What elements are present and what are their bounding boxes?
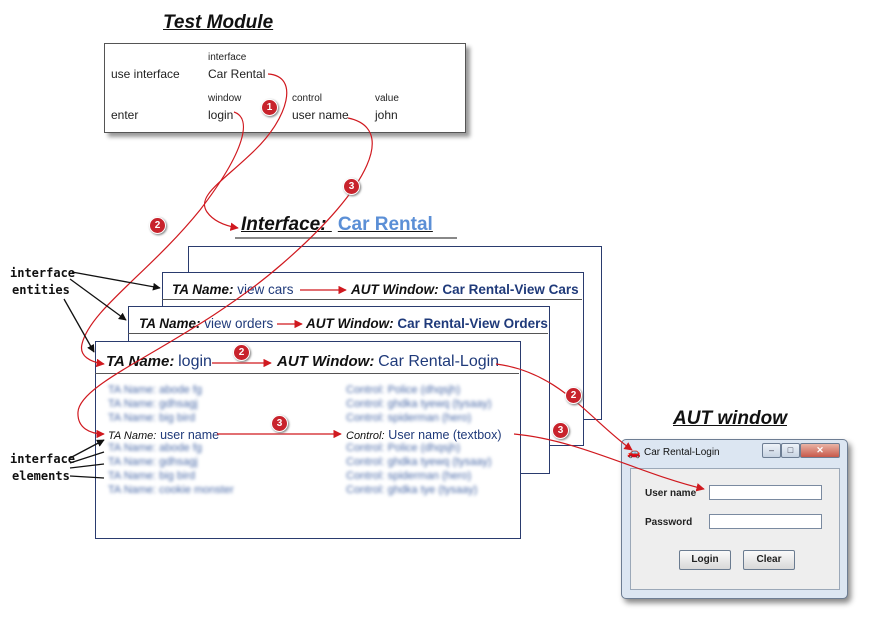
- divider-view-cars: [162, 299, 582, 300]
- test-module-table: interface use interface Car Rental windo…: [104, 43, 466, 133]
- aut-window-label: AUT Window:: [306, 316, 394, 331]
- element-row-blurred: TA Name: abode fg: [108, 384, 202, 396]
- element-row-blurred: Control: Police (dhqsjh): [346, 384, 461, 396]
- password-label: Password: [645, 517, 693, 528]
- header-control: control: [292, 93, 323, 104]
- pointer-elements-1: [69, 439, 105, 459]
- minimize-button[interactable]: –: [762, 443, 781, 458]
- side-label-line: elements: [12, 469, 70, 483]
- aut-window-title: AUT window: [673, 408, 787, 429]
- maximize-button[interactable]: □: [781, 443, 800, 458]
- test-module-title: Test Module: [163, 12, 274, 33]
- aut-login-window: 🚗 Car Rental-Login – □ ✕ User name Passw…: [621, 439, 848, 599]
- entity-view-cars: TA Name: view cars: [172, 282, 294, 297]
- pointer-entities-3: [63, 298, 95, 353]
- divider-login: [95, 373, 519, 374]
- element-row-blurred: Control: ghdka tyewq (tysaay): [346, 456, 492, 468]
- interface-title-shadow: [235, 237, 457, 239]
- step-badge-3: 3: [552, 422, 569, 439]
- ta-name-value: view orders: [204, 316, 274, 331]
- cell-value: john: [375, 108, 398, 122]
- keyword-use-interface: use interface: [111, 67, 180, 81]
- ta-name-value: view cars: [237, 282, 294, 297]
- arrow-to-user-name-field: [513, 433, 705, 492]
- step-badge-3: 3: [343, 178, 360, 195]
- user-name-input[interactable]: [709, 485, 822, 500]
- element-row-blurred: TA Name: gdhsagj: [108, 398, 198, 410]
- entity-view-orders-aut: AUT Window: Car Rental-View Orders: [306, 316, 548, 331]
- cell-window: login: [208, 108, 234, 122]
- clear-button[interactable]: Clear: [743, 550, 795, 570]
- header-interface: interface: [208, 52, 247, 63]
- divider-view-orders: [128, 333, 548, 334]
- control-label: Control:: [346, 430, 385, 442]
- side-label-interface-elements: interface elements: [10, 451, 75, 485]
- element-user-name: TA Name: user name: [108, 427, 219, 442]
- arrow-step-3: [77, 117, 373, 439]
- pointer-entities-1: [71, 271, 161, 291]
- entity-login-aut: AUT Window: Car Rental-Login: [277, 353, 499, 371]
- element-user-name-control: Control: User name (textbox): [346, 427, 502, 442]
- ta-name-value: user name: [160, 428, 220, 442]
- aut-window-label: AUT Window:: [351, 282, 439, 297]
- ta-name-label: TA Name:: [106, 353, 175, 370]
- element-row-blurred: Control: Police (dhqsjh): [346, 442, 461, 454]
- entity-view-cars-aut: AUT Window: Car Rental-View Cars: [351, 282, 579, 297]
- element-row-blurred: Control: ghdka tye (tysaay): [346, 484, 478, 496]
- arrow-step-1: [204, 73, 288, 231]
- aut-window-label: AUT Window:: [277, 353, 375, 370]
- step-badge-2: 2: [565, 387, 582, 404]
- sheet-login: [95, 341, 521, 539]
- element-row-blurred: TA Name: abode fg: [108, 442, 202, 454]
- side-label-line: entities: [12, 283, 70, 297]
- interface-title: Interface: Car Rental: [241, 214, 433, 236]
- entity-view-orders: TA Name: view orders: [139, 316, 273, 331]
- ta-name-label: TA Name:: [172, 282, 234, 297]
- pointer-elements-2: [69, 451, 105, 464]
- pointer-elements-4: [69, 475, 105, 479]
- entity-login: TA Name: login: [106, 353, 212, 371]
- element-row-blurred: Control: spiderman (hero): [346, 470, 472, 482]
- element-row-blurred: Control: ghdka tyewq (tysaay): [346, 398, 492, 410]
- pointer-elements-3: [69, 463, 105, 469]
- user-name-label: User name: [645, 488, 697, 499]
- ta-name-label: TA Name:: [139, 316, 201, 331]
- step-badge-2: 2: [149, 217, 166, 234]
- header-window: window: [208, 93, 242, 104]
- step-badge-1: 1: [261, 99, 278, 116]
- control-value: User name (textbox): [388, 428, 502, 442]
- ta-name-label: TA Name:: [108, 430, 157, 442]
- side-label-line: interface: [10, 266, 76, 280]
- cell-control: user name: [292, 108, 349, 122]
- keyword-enter: enter: [111, 108, 139, 122]
- element-row-blurred: TA Name: big bird: [108, 470, 196, 482]
- step-badge-2: 2: [233, 344, 250, 361]
- close-button[interactable]: ✕: [800, 443, 840, 458]
- side-label-line: interface: [10, 452, 76, 466]
- interface-title-label: Interface:: [241, 214, 327, 235]
- element-row-blurred: Control: spiderman (hero): [346, 412, 472, 424]
- element-row-blurred: TA Name: big bird: [108, 412, 196, 424]
- cell-interface-name: Car Rental: [208, 67, 266, 81]
- aut-window-value: Car Rental-View Cars: [442, 282, 579, 297]
- ta-name-value: login: [178, 353, 212, 370]
- window-content: User name Password Login Clear: [630, 468, 840, 590]
- side-label-interface-entities: interface entities: [10, 265, 75, 299]
- interface-title-name: Car Rental: [337, 214, 433, 235]
- window-title: Car Rental-Login: [644, 447, 720, 458]
- pointer-entities-2: [69, 278, 127, 321]
- element-row-blurred: TA Name: gdhsagj: [108, 456, 198, 468]
- password-input[interactable]: [709, 514, 822, 529]
- element-row-blurred: TA Name: cookie monster: [108, 484, 234, 496]
- aut-window-value: Car Rental-Login: [378, 353, 500, 370]
- arrow-step-2: [80, 111, 245, 368]
- header-value: value: [375, 93, 399, 104]
- step-badge-3: 3: [271, 415, 288, 432]
- aut-window-value: Car Rental-View Orders: [397, 316, 548, 331]
- login-button[interactable]: Login: [679, 550, 731, 570]
